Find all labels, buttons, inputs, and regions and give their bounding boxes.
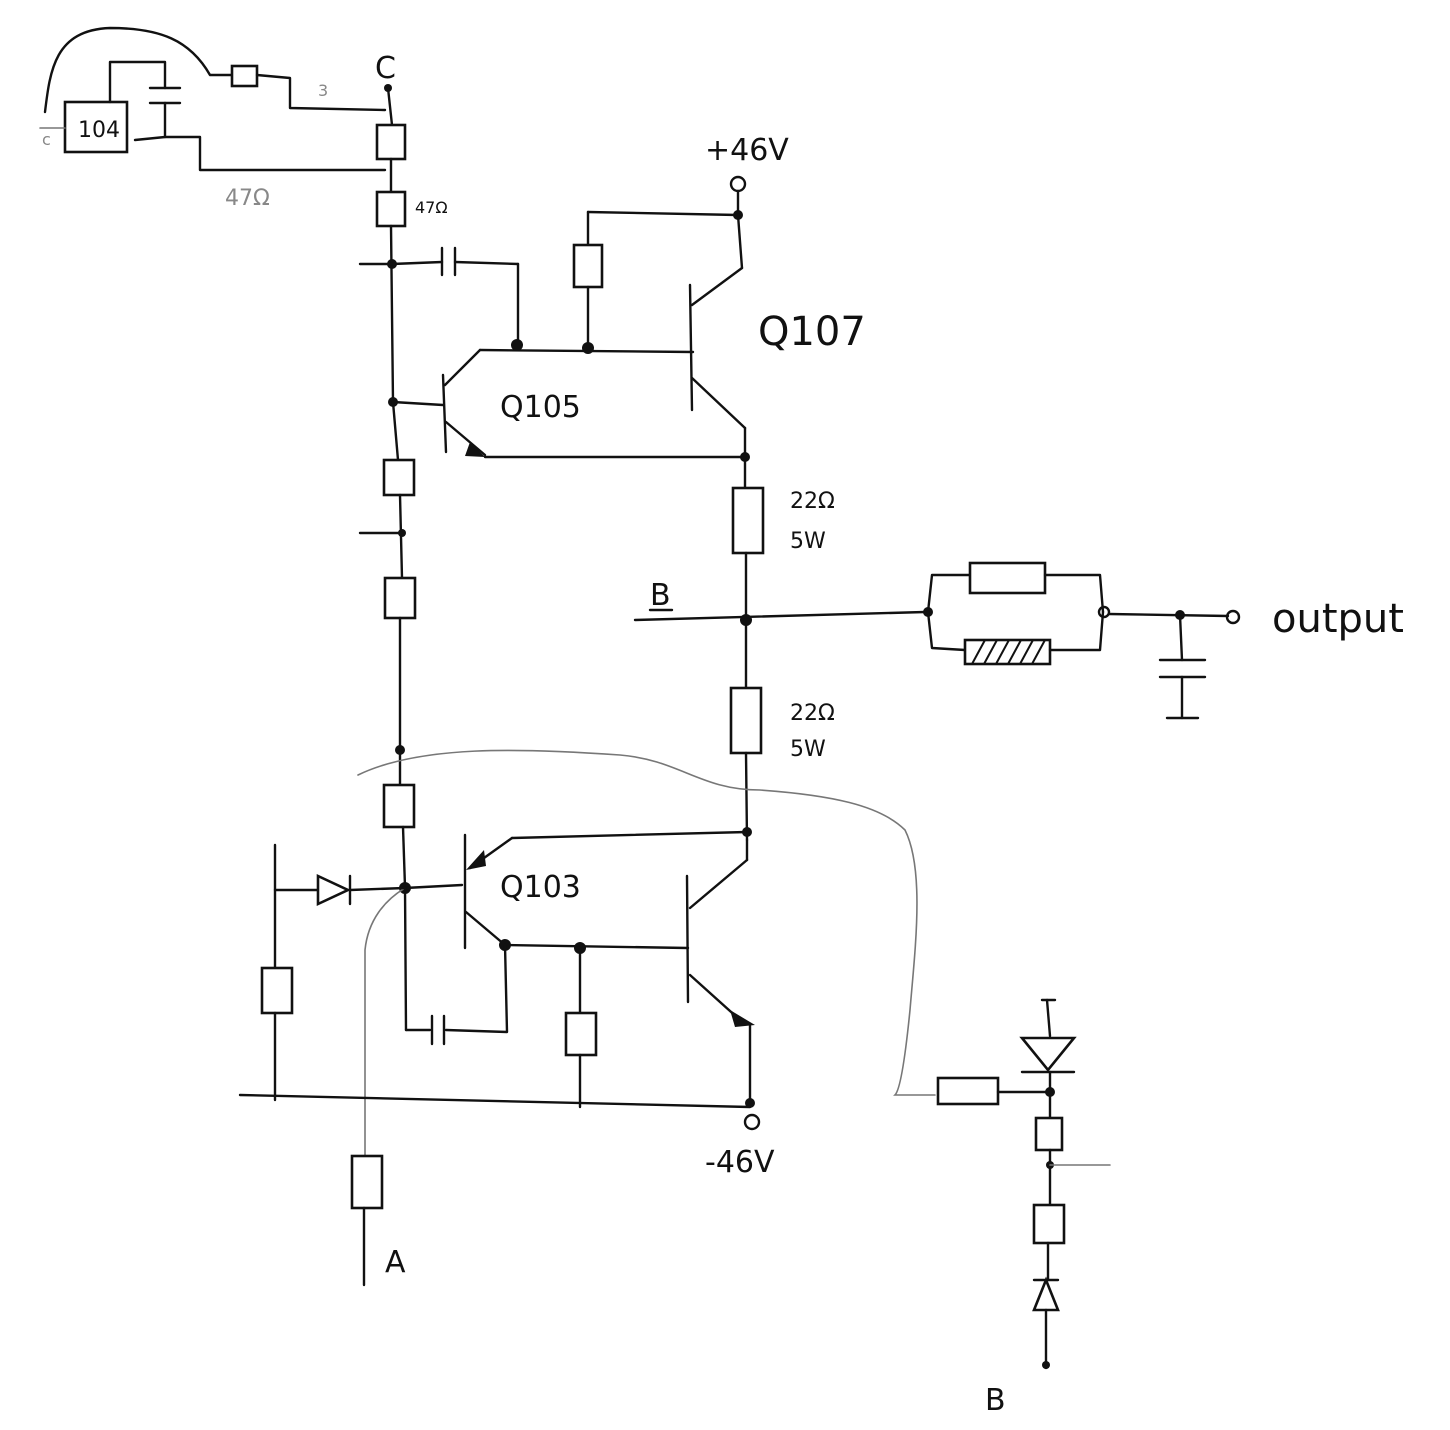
faint-3-label: 3 [318, 81, 328, 100]
cap-104-label: 104 [78, 118, 120, 143]
resistor-protect-3 [1032, 1203, 1066, 1245]
node-c-label: C [375, 51, 396, 86]
node-a: A [350, 1154, 406, 1287]
resistor-protect [936, 1076, 1000, 1106]
faint-47-label: 47Ω [225, 186, 270, 211]
transistor-q103: Q103 [403, 833, 581, 950]
node-b-bottom-label: B [985, 1383, 1006, 1418]
resistor-bias-1 [382, 458, 416, 497]
resistor-47 [375, 190, 407, 228]
diode-protect-bottom [1032, 1276, 1060, 1312]
w-5-top-label: 5W [790, 529, 826, 554]
output-network: B output [633, 561, 1404, 720]
resistor-22-bottom [729, 686, 763, 755]
resistor-bias-top [572, 243, 604, 289]
resistor-22-top [731, 486, 765, 555]
q105-label: Q105 [500, 390, 581, 425]
input-branch [260, 843, 407, 1102]
resistor-input [260, 966, 294, 1015]
diode-input [316, 873, 352, 907]
resistor-output-parallel [968, 561, 1047, 595]
vplus-label: +46V [705, 133, 789, 168]
q103-label: Q103 [500, 870, 581, 905]
resistor-bias-3 [382, 783, 416, 829]
resistor-a [350, 1154, 384, 1210]
miller-capacitor [403, 886, 509, 1046]
transistor-output-lower [685, 858, 755, 1027]
bias-chain [358, 400, 417, 894]
node-c: C [375, 51, 396, 92]
r-22-bottom-label: 22Ω [790, 701, 835, 726]
r-47-label: 47Ω [415, 198, 448, 217]
positive-rail: +46V [572, 133, 789, 350]
resistor-bias-2 [383, 576, 417, 620]
r-22-top-label: 22Ω [790, 489, 835, 514]
capacitor-104-box [63, 100, 129, 154]
resistor-c1 [375, 123, 407, 161]
top-left-network: 104 c 3 47Ω [39, 26, 387, 211]
transistor-q105: Q105 [391, 348, 581, 457]
feedback-capacitor [390, 246, 520, 347]
node-b-left-label: B [650, 578, 671, 613]
faint-c-label: c [42, 130, 51, 149]
w-5-bottom-label: 5W [790, 737, 826, 762]
negative-rail: -46V [238, 1093, 775, 1180]
diode-protect-top [1019, 1036, 1077, 1073]
resistor-bias-bottom [564, 1011, 598, 1057]
transistor-q107: Q107 [688, 266, 866, 430]
output-label: output [1272, 596, 1404, 642]
vminus-label: -46V [705, 1145, 775, 1180]
protection-network: B [936, 998, 1111, 1418]
small-resistor-top [230, 64, 259, 88]
node-a-label: A [385, 1245, 406, 1280]
q107-label: Q107 [758, 309, 866, 355]
resistor-protect-2 [1034, 1116, 1064, 1152]
